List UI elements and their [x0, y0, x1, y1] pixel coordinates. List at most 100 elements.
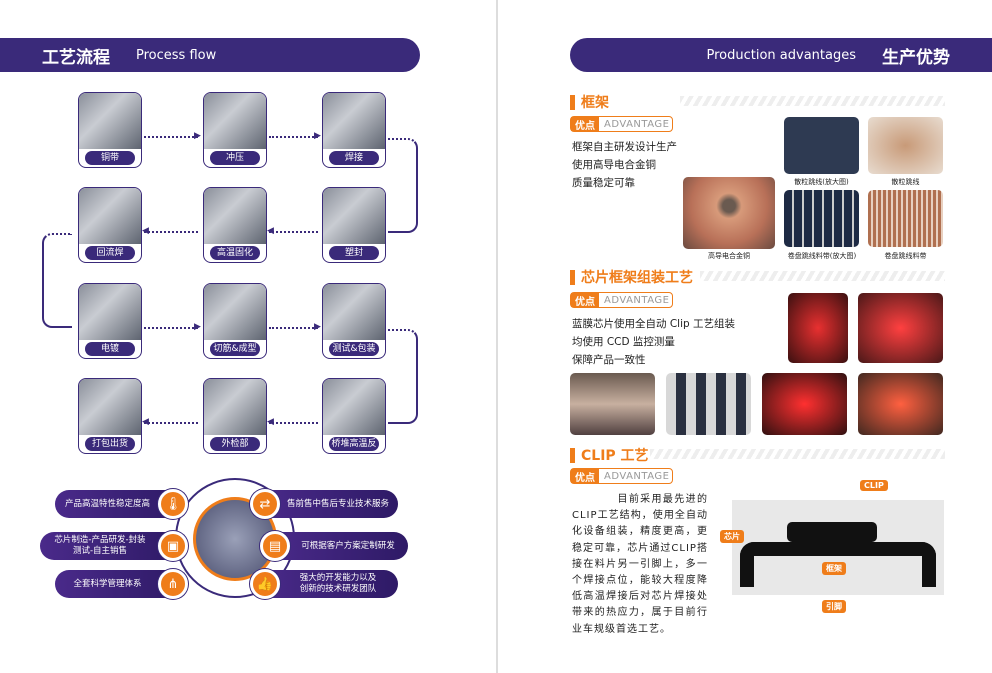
process-step: 切筋&成型 — [203, 283, 267, 359]
photo-assembly-3 — [762, 373, 847, 435]
adv-val: ADVANTAGE — [604, 470, 670, 482]
photo-assembly-1 — [570, 373, 655, 435]
line: 质量稳定可靠 — [572, 177, 635, 189]
caption: 高导电合金铜 — [708, 252, 750, 260]
section-title: CLIP 工艺 — [581, 448, 649, 464]
flow-arrow — [269, 422, 318, 424]
step-label: 焊接 — [329, 151, 379, 165]
photo-machine-1 — [788, 293, 848, 363]
right-header: Production advantages 生产优势 — [570, 38, 992, 72]
advantage-badge: 优点 ADVANTAGE — [570, 468, 673, 484]
tag-clip: CLIP — [860, 480, 888, 491]
photo-loose-jumper-zoom — [784, 117, 859, 174]
left-header: 工艺流程 Process flow — [0, 38, 420, 72]
flow-arrow — [144, 136, 198, 138]
line: 保障产品一致性 — [572, 354, 646, 366]
flow-arrow — [269, 136, 318, 138]
line: 均使用 CCD 监控测量 — [572, 336, 675, 348]
arrow-head-icon: ▶ — [314, 322, 321, 332]
clip-text: 目前采用最先进的CLIP工艺结构，使用全自动化设备组装，精度更高，更稳定可靠，芯… — [572, 494, 708, 635]
photo-reel-strip-zoom — [784, 190, 859, 247]
step-photo — [79, 284, 141, 340]
line: 蓝膜芯片使用全自动 Clip 工艺组装 — [572, 318, 736, 330]
feature-pill: 强大的开发能力以及 创新的技术研发团队 — [258, 570, 398, 598]
step-label: 高温固化 — [210, 246, 260, 260]
flow-arrow — [144, 231, 198, 233]
feature-icon: 👍 — [250, 569, 280, 599]
arrow-head-icon: ◀ — [142, 417, 149, 427]
section-clip-title: CLIP 工艺 — [570, 445, 649, 465]
adv-key: 优点 — [571, 469, 599, 484]
frame-text: 框架自主研发设计生产 使用高导电合金铜 质量稳定可靠 — [572, 138, 677, 192]
adv-val: ADVANTAGE — [604, 118, 670, 130]
adv-key: 优点 — [571, 293, 599, 308]
step-label: 打包出货 — [85, 437, 135, 451]
clip-diagram-photo — [732, 500, 944, 595]
step-label: 冲压 — [210, 151, 260, 165]
step-label: 电镀 — [85, 342, 135, 356]
step-photo — [204, 284, 266, 340]
title-cn: 生产优势 — [882, 47, 950, 68]
process-step: 高温固化 — [203, 187, 267, 263]
chevron-divider — [700, 271, 945, 281]
photo-assembly-4 — [858, 373, 943, 435]
flow-arrow — [269, 327, 318, 329]
line: 框架自主研发设计生产 — [572, 141, 677, 153]
step-label: 塑封 — [329, 246, 379, 260]
advantage-badge: 优点 ADVANTAGE — [570, 116, 673, 132]
arrow-head-icon: ◀ — [267, 226, 274, 236]
flow-arrow — [269, 231, 318, 233]
step-photo — [79, 379, 141, 435]
feature-icon: ▣ — [158, 531, 188, 561]
photo-loose-jumper — [868, 117, 943, 174]
step-photo — [323, 284, 385, 340]
step-photo — [323, 379, 385, 435]
feature-icon: ⇄ — [250, 489, 280, 519]
photo-reel-strip — [868, 190, 943, 247]
step-photo — [323, 93, 385, 149]
feature-icon: ⋔ — [158, 569, 188, 599]
step-label: 桥堆高温反偏 — [329, 437, 379, 451]
step-label: 测试&包装 — [329, 342, 379, 356]
flow-connector — [42, 233, 72, 328]
caption: 散粒跳线 — [891, 178, 920, 186]
assembly-text: 蓝膜芯片使用全自动 Clip 工艺组装 均使用 CCD 监控测量 保障产品一致性 — [572, 315, 735, 369]
process-step: 打包出货 — [78, 378, 142, 454]
flow-arrow — [144, 327, 198, 329]
photo-copper-coil — [683, 177, 775, 249]
step-label: 回流焊 — [85, 246, 135, 260]
process-step: 测试&包装 — [322, 283, 386, 359]
title-en: Production advantages — [706, 47, 857, 63]
tag-frame: 框架 — [822, 562, 846, 575]
photo-machine-2 — [858, 293, 943, 363]
arrow-head-icon: ▶ — [194, 322, 201, 332]
arrow-head-icon: ◀ — [267, 417, 274, 427]
chevron-divider — [680, 96, 945, 106]
feature-pill: 芯片制造-产品研发-封装 测试-自主销售 — [40, 532, 180, 560]
flow-connector — [388, 138, 418, 233]
caption: 散粒跳线(放大图) — [794, 178, 849, 186]
feature-icon: ▤ — [260, 531, 290, 561]
line: 使用高导电合金铜 — [572, 159, 656, 171]
step-photo — [204, 188, 266, 244]
clip-shape — [787, 522, 877, 542]
feature-icon: 🌡 — [158, 489, 188, 519]
step-label: 切筋&成型 — [210, 342, 260, 356]
feature-pill: 可根据客户方案定制研发 — [268, 532, 408, 560]
process-step: 塑封 — [322, 187, 386, 263]
process-step: 电镀 — [78, 283, 142, 359]
arrow-head-icon: ▶ — [314, 131, 321, 141]
step-photo — [79, 188, 141, 244]
step-photo — [204, 379, 266, 435]
process-step: 桥堆高温反偏 — [322, 378, 386, 454]
tag-chip: 芯片 — [720, 530, 744, 543]
adv-key: 优点 — [571, 117, 599, 132]
section-assembly-title: 芯片框架组装工艺 — [570, 267, 693, 287]
caption: 卷盘跳线料带(放大图) — [787, 252, 857, 260]
step-photo — [323, 188, 385, 244]
process-step: 冲压 — [203, 92, 267, 168]
arrow-head-icon: ▶ — [194, 131, 201, 141]
feature-pill: 售前售中售后专业技术服务 — [258, 490, 398, 518]
page-divider — [496, 0, 498, 673]
step-label: 铜带 — [85, 151, 135, 165]
